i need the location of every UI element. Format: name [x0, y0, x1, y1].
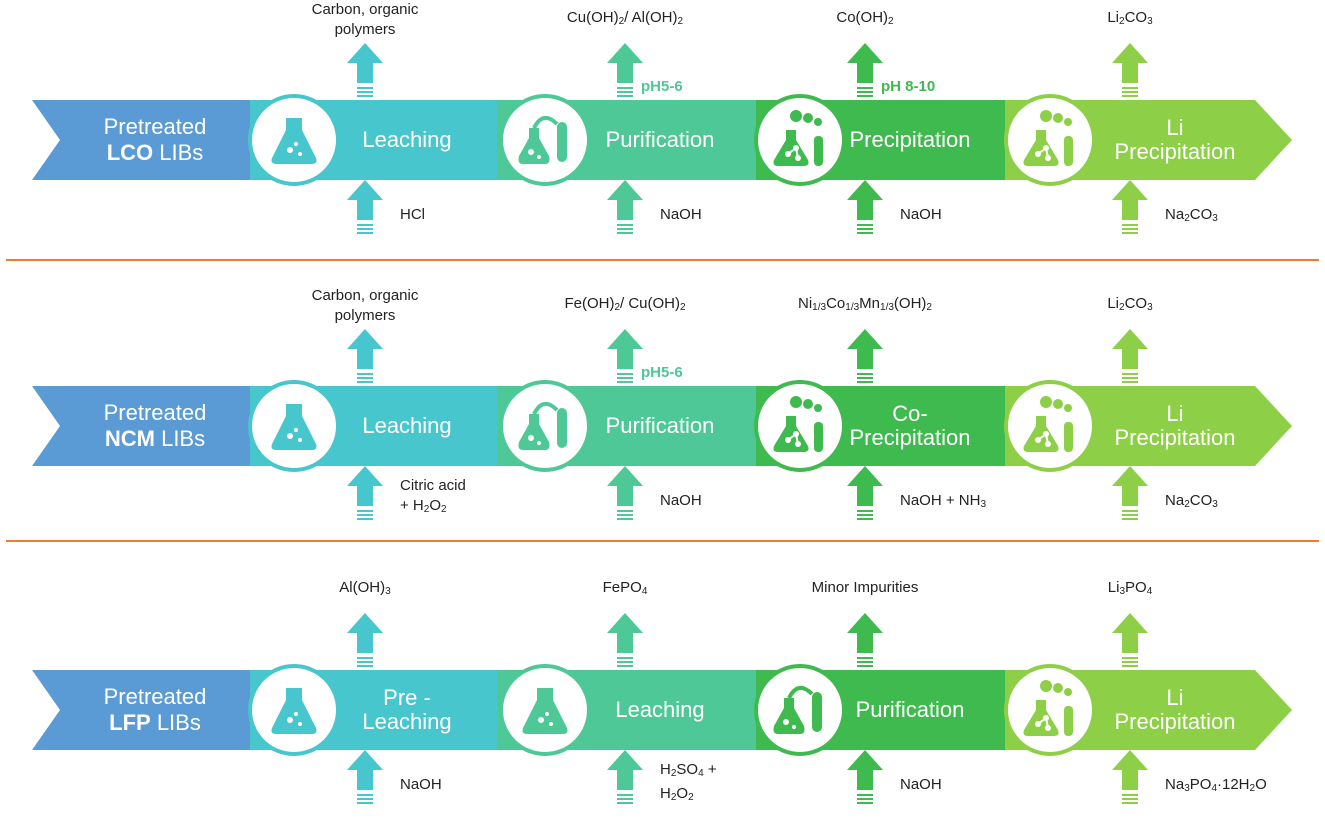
output-arrow	[607, 43, 643, 97]
input-reagent: NaOH + NH3	[900, 492, 986, 510]
stage-icon-circle	[754, 664, 846, 756]
distillation-icon	[518, 116, 567, 164]
output-arrow	[847, 613, 883, 667]
output-arrow	[847, 329, 883, 383]
input-arrow	[607, 466, 643, 520]
input-arrow	[847, 466, 883, 520]
stage-icon-circle	[1004, 94, 1096, 186]
output-arrow	[847, 43, 883, 97]
stage-label: Purification	[855, 697, 965, 722]
output-product: Co(OH)2	[836, 9, 894, 27]
molecule-flask-icon	[1023, 396, 1073, 452]
output-product: Minor Impurities	[811, 579, 919, 596]
output-arrow	[347, 613, 383, 667]
input-reagent: NaOH	[660, 206, 702, 223]
molecule-flask-icon	[773, 396, 823, 452]
distillation-icon	[773, 686, 822, 734]
output-product: Al(OH)3	[339, 579, 391, 597]
input-arrow	[347, 466, 383, 520]
flask-icon	[271, 404, 317, 450]
output-arrow	[347, 43, 383, 97]
input-arrow	[347, 750, 383, 804]
input-reagent: NaOH	[900, 206, 942, 223]
input-reagent: NaOH	[400, 776, 442, 793]
output-arrow	[607, 329, 643, 383]
output-arrow	[1112, 43, 1148, 97]
stage-label: Leaching	[362, 127, 452, 152]
input-reagent: Na3PO4·12H2O	[1165, 776, 1267, 794]
stage-icon-circle	[1004, 380, 1096, 472]
stage-label: Co-Precipitation	[849, 401, 971, 450]
molecule-flask-icon	[1023, 680, 1073, 736]
input-reagent: NaOH	[660, 492, 702, 509]
start-chevron	[32, 100, 275, 180]
input-reagent: Citric acid+ H2O2	[400, 477, 466, 515]
output-product: Li2CO3	[1107, 9, 1153, 27]
start-chevron	[32, 670, 275, 750]
input-reagent: HCl	[400, 206, 425, 223]
output-arrow	[607, 613, 643, 667]
stage-icon-circle	[754, 94, 846, 186]
stage-icon-circle	[499, 380, 591, 472]
stage-label: Leaching	[362, 413, 452, 438]
stage-icon-circle	[1004, 664, 1096, 756]
input-arrow	[847, 180, 883, 234]
distillation-icon	[518, 402, 567, 450]
input-arrow	[607, 180, 643, 234]
output-product: Li2CO3	[1107, 295, 1153, 313]
stage-label: Pre -Leaching	[362, 685, 452, 734]
molecule-flask-icon	[1023, 110, 1073, 166]
ph-condition: pH 8-10	[881, 78, 936, 95]
stage-icon-circle	[754, 380, 846, 472]
molecule-flask-icon	[773, 110, 823, 166]
output-product: Ni1/3Co1/3Mn1/3(OH)2	[798, 295, 932, 313]
stage-label: Precipitation	[849, 127, 971, 152]
input-arrow	[1112, 466, 1148, 520]
stage-label: Purification	[605, 127, 715, 152]
output-arrow	[1112, 613, 1148, 667]
stage-label: Leaching	[615, 697, 705, 722]
input-reagent: Na2CO3	[1165, 206, 1218, 224]
flask-icon	[522, 688, 568, 734]
input-reagent: Na2CO3	[1165, 492, 1218, 510]
input-arrow	[1112, 750, 1148, 804]
stage-label: Purification	[605, 413, 715, 438]
output-product: Cu(OH)2/ Al(OH)2	[566, 9, 684, 27]
stage-icon-circle	[499, 94, 591, 186]
input-arrow	[607, 750, 643, 804]
ph-condition: pH5-6	[641, 364, 683, 381]
output-product: FePO4	[602, 579, 648, 597]
flask-icon	[271, 688, 317, 734]
input-reagent: H2SO4 +H2O2	[660, 761, 717, 803]
output-arrow	[347, 329, 383, 383]
input-reagent: NaOH	[900, 776, 942, 793]
output-product: Li3PO4	[1107, 579, 1153, 597]
flask-icon	[271, 118, 317, 164]
input-arrow	[347, 180, 383, 234]
row-separator	[6, 259, 1319, 261]
input-arrow	[1112, 180, 1148, 234]
ph-condition: pH5-6	[641, 78, 683, 95]
row-separator	[6, 540, 1319, 542]
output-product: Fe(OH)2/ Cu(OH)2	[564, 295, 686, 313]
input-arrow	[847, 750, 883, 804]
start-chevron	[32, 386, 275, 466]
output-arrow	[1112, 329, 1148, 383]
